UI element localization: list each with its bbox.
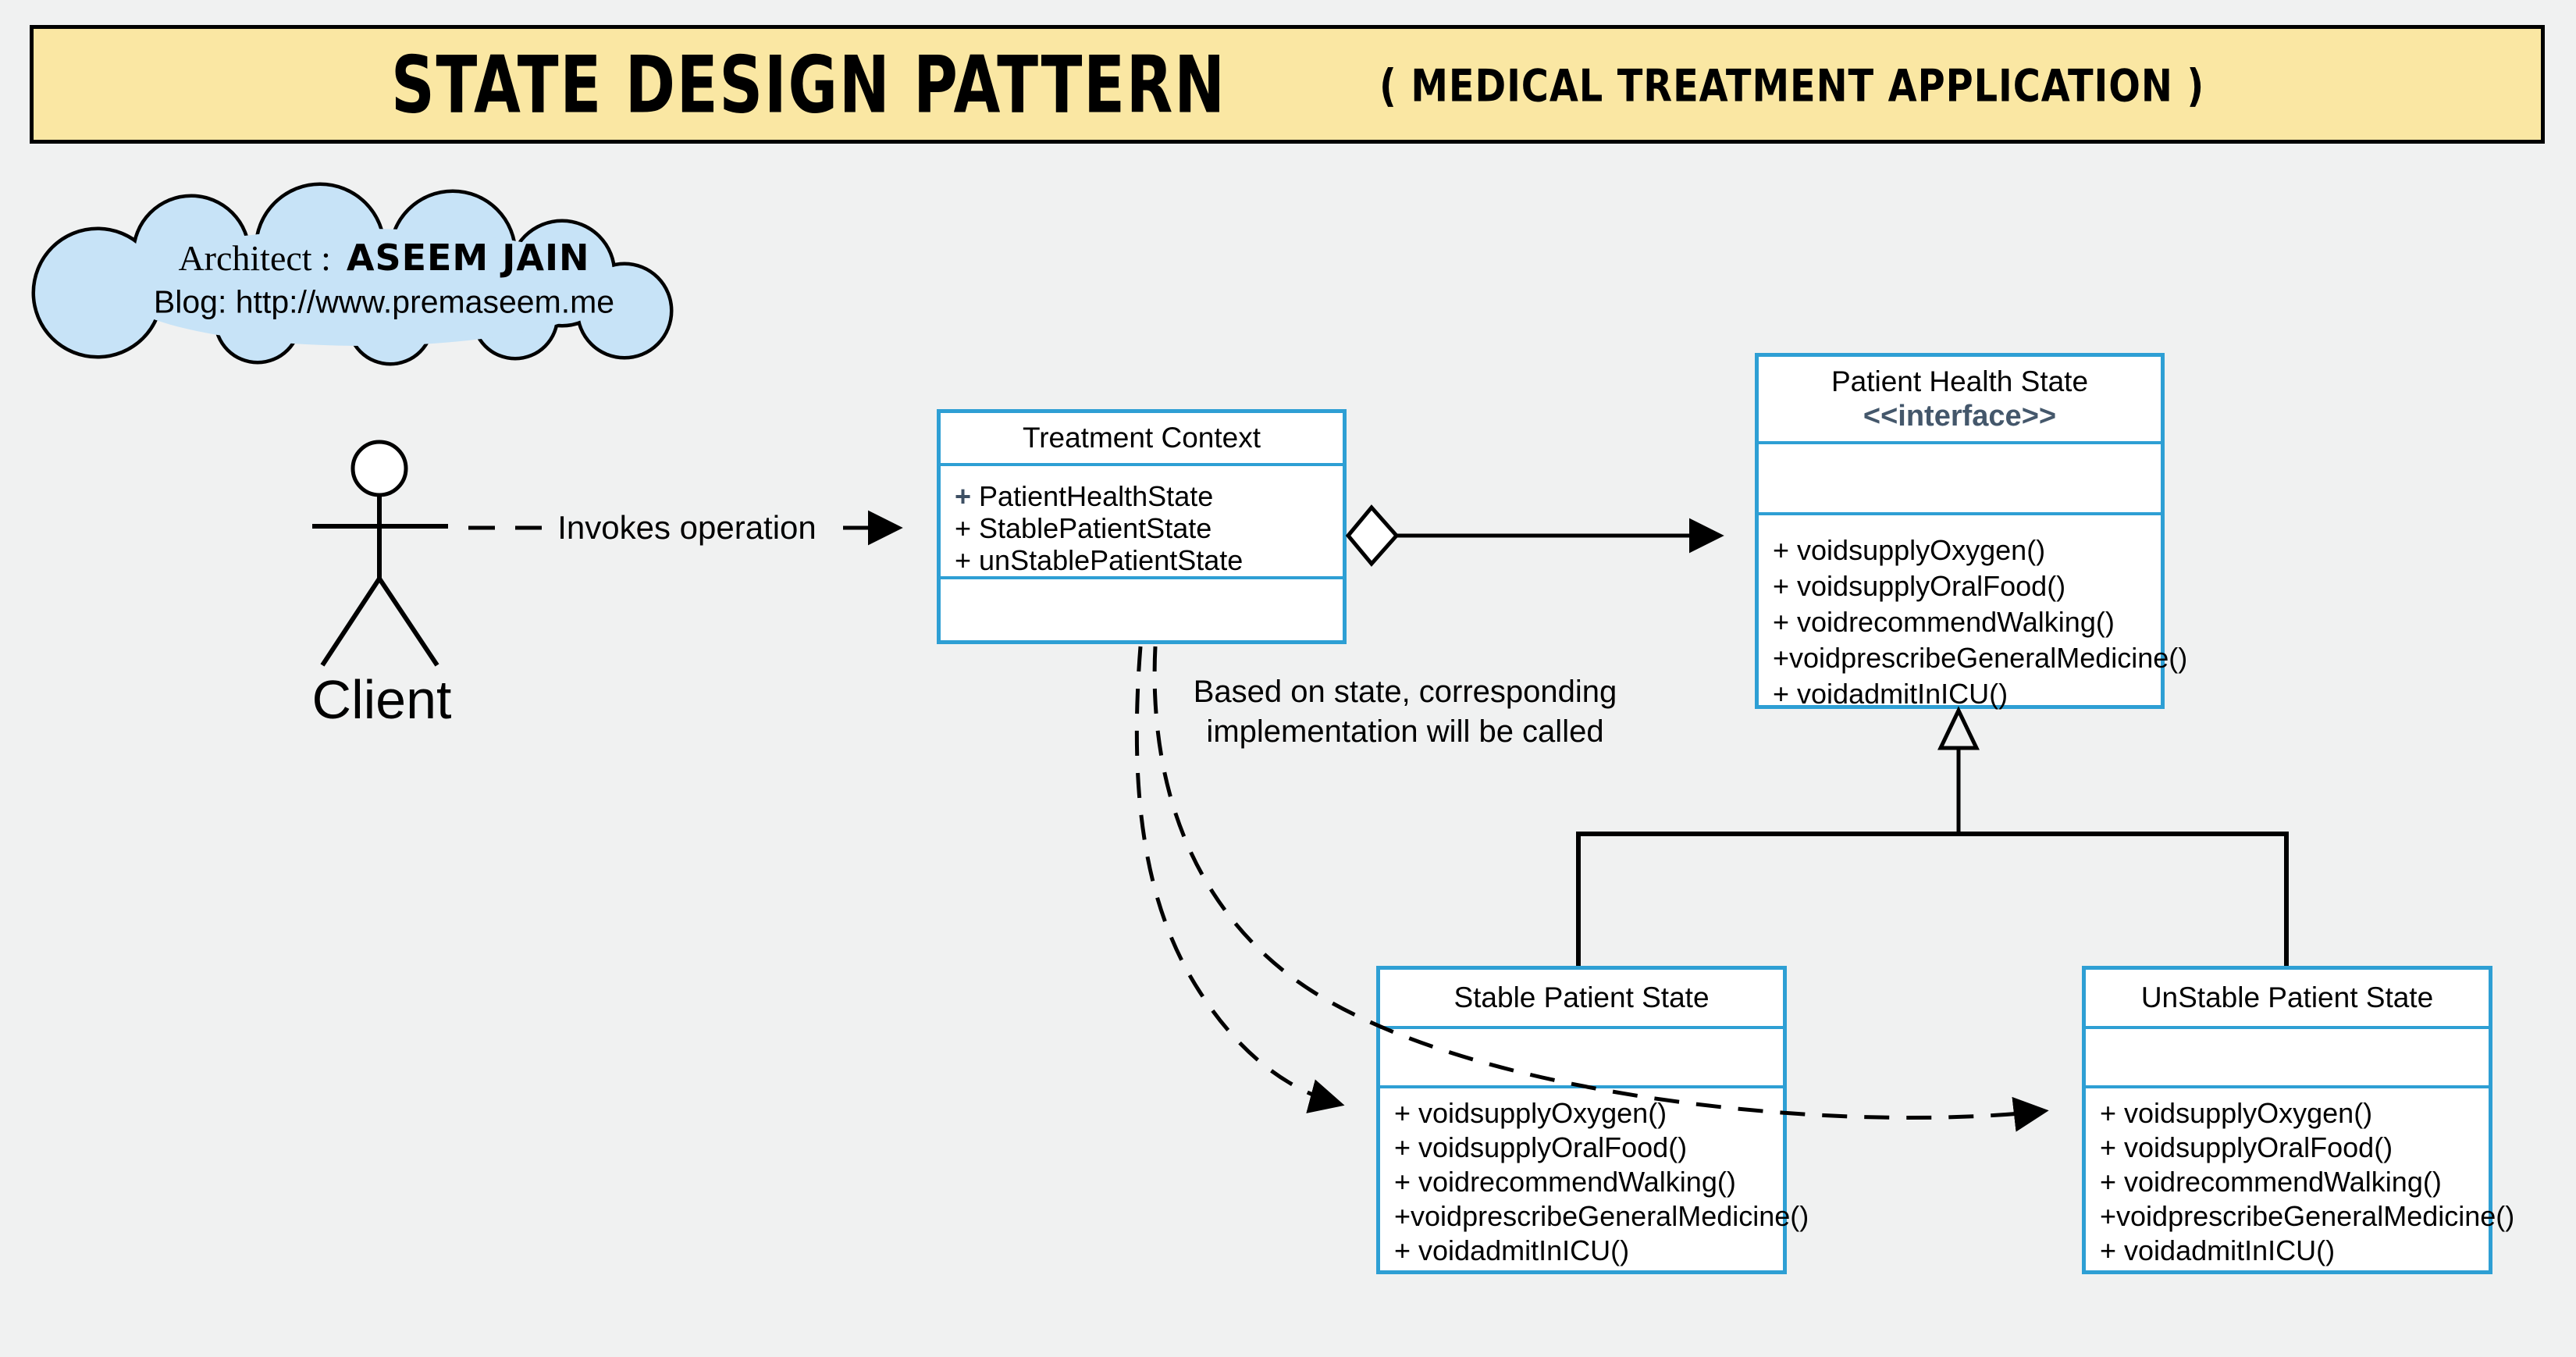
architect-prefix: Architect :	[178, 238, 331, 278]
state-dispatch-note: Based on state, corresponding implementa…	[1194, 672, 1617, 752]
class-method: + voidadmitInICU()	[2100, 1234, 2336, 1266]
class-method: + voidrecommendWalking()	[1394, 1166, 1736, 1198]
cloud-icon	[31, 182, 674, 366]
interface-stereotype: <<interface>>	[1863, 400, 2057, 433]
class-box-stable-patient-state: Stable Patient State + voidsupplyOxygen(…	[1376, 966, 1809, 1274]
class-methods-unstable-patient-state: + voidsupplyOxygen() + voidsupplyOralFoo…	[2086, 1085, 2515, 1270]
class-fields-empty	[2086, 1026, 2489, 1085]
aggregation-diamond-icon	[1345, 504, 1400, 567]
class-field: + unStablePatientState	[955, 544, 1244, 576]
class-method: + voidadmitInICU()	[1773, 678, 2008, 710]
class-title-text: Patient Health State	[1831, 365, 2089, 397]
class-box-treatment-context: Treatment Context + PatientHealthState +…	[937, 409, 1347, 644]
class-method: + voidsupplyOralFood()	[1773, 570, 2066, 602]
class-box-patient-health-state: Patient Health State <<interface>> + voi…	[1755, 353, 2188, 712]
class-title-treatment-context: Treatment Context	[941, 413, 1343, 463]
class-method: +voidprescribeGeneralMedicine()	[1773, 642, 2188, 674]
class-method: + voidsupplyOxygen()	[1773, 534, 2046, 566]
inheritance-hollow-arrowhead-icon	[1937, 706, 1980, 750]
architect-name: ASEEM JAIN	[346, 237, 590, 279]
class-method: + voidsupplyOxygen()	[1394, 1097, 1667, 1129]
class-methods-patient-health-state: + voidsupplyOxygen() + voidsupplyOralFoo…	[1759, 512, 2188, 712]
class-methods-stable-patient-state: + voidsupplyOxygen() + voidsupplyOralFoo…	[1380, 1085, 1809, 1270]
note-line: implementation will be called	[1206, 714, 1604, 749]
page-subtitle: ( MEDICAL TREATMENT APPLICATION )	[1379, 61, 2205, 112]
dispatch-dashed-arrow-stable	[1134, 646, 1345, 1113]
architect-blog: Blog: http://www.premaseem.me	[153, 283, 615, 320]
class-title-patient-health-state: Patient Health State <<interface>>	[1759, 357, 2161, 441]
class-method: + voidsupplyOxygen()	[2100, 1097, 2373, 1129]
class-method: + voidrecommendWalking()	[1773, 606, 2115, 638]
inheritance-connector	[1576, 706, 2289, 966]
client-actor-icon	[312, 440, 448, 667]
class-fields-empty	[1380, 1026, 1783, 1085]
invokes-operation-label: Invokes operation	[548, 509, 826, 547]
architect-credit: Architect : ASEEM JAIN	[178, 237, 589, 279]
class-field: + StablePatientState	[955, 512, 1212, 544]
class-title-text: Stable Patient State	[1453, 981, 1710, 1013]
title-banner: STATE DESIGN PATTERN ( MEDICAL TREATMENT…	[30, 25, 2545, 144]
class-title-unstable-patient-state: UnStable Patient State	[2086, 970, 2489, 1026]
class-fields-empty	[1759, 441, 2161, 512]
class-method: +voidprescribeGeneralMedicine()	[1394, 1200, 1809, 1232]
class-methods-empty	[941, 576, 1343, 640]
class-fields-treatment-context: + PatientHealthState + StablePatientStat…	[941, 463, 1343, 576]
class-method: + voidrecommendWalking()	[2100, 1166, 2442, 1198]
class-method: +voidprescribeGeneralMedicine()	[2100, 1200, 2515, 1232]
class-method: + voidsupplyOralFood()	[1394, 1131, 1688, 1163]
class-title-text: UnStable Patient State	[2140, 981, 2434, 1013]
note-line: Based on state, corresponding	[1193, 675, 1617, 709]
page-title: STATE DESIGN PATTERN	[390, 38, 1226, 130]
class-title-text: Treatment Context	[1022, 422, 1261, 454]
class-method: + voidsupplyOralFood()	[2100, 1131, 2393, 1163]
class-method: + voidadmitInICU()	[1394, 1234, 1630, 1266]
dispatch-dashed-arrow-unstable	[1152, 646, 2049, 1132]
class-title-stable-patient-state: Stable Patient State	[1380, 970, 1783, 1026]
client-actor-label: Client	[311, 669, 452, 730]
class-box-unstable-patient-state: UnStable Patient State + voidsupplyOxyge…	[2082, 966, 2515, 1274]
class-field: + PatientHealthState	[955, 480, 1214, 512]
